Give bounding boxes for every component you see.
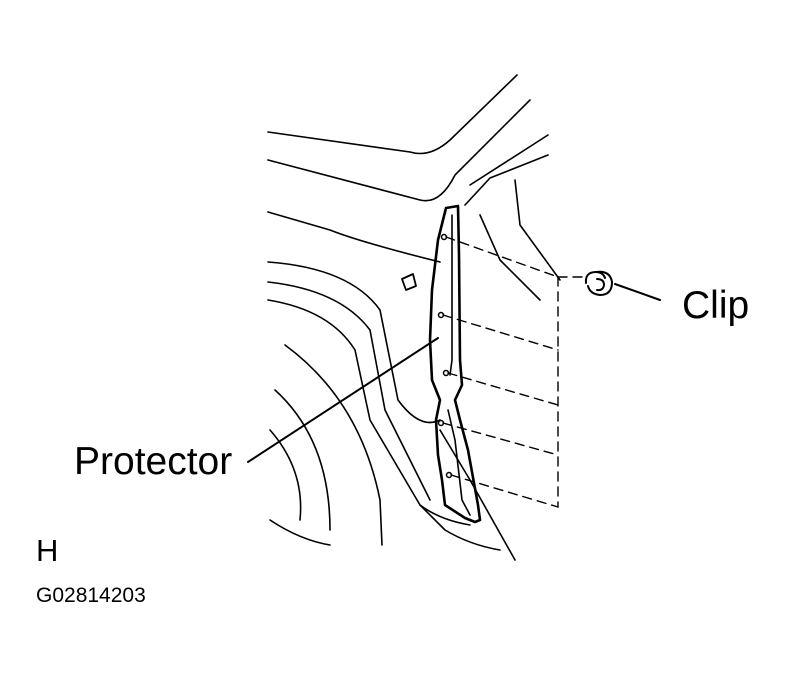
clip-label: Clip	[682, 284, 750, 327]
wheel-arch-lines	[267, 261, 516, 561]
clip-part	[584, 270, 613, 296]
clip-leader	[614, 283, 661, 301]
view-label: H	[36, 533, 59, 568]
protector-label: Protector	[74, 440, 233, 483]
protector-strip	[428, 204, 482, 524]
clip-holes	[437, 233, 453, 479]
panel-hole	[401, 273, 417, 291]
figure-code: G02814203	[36, 584, 146, 607]
clip-guide-lines	[442, 236, 586, 508]
protector-leader	[247, 337, 439, 463]
body-panel-lines	[267, 74, 561, 301]
